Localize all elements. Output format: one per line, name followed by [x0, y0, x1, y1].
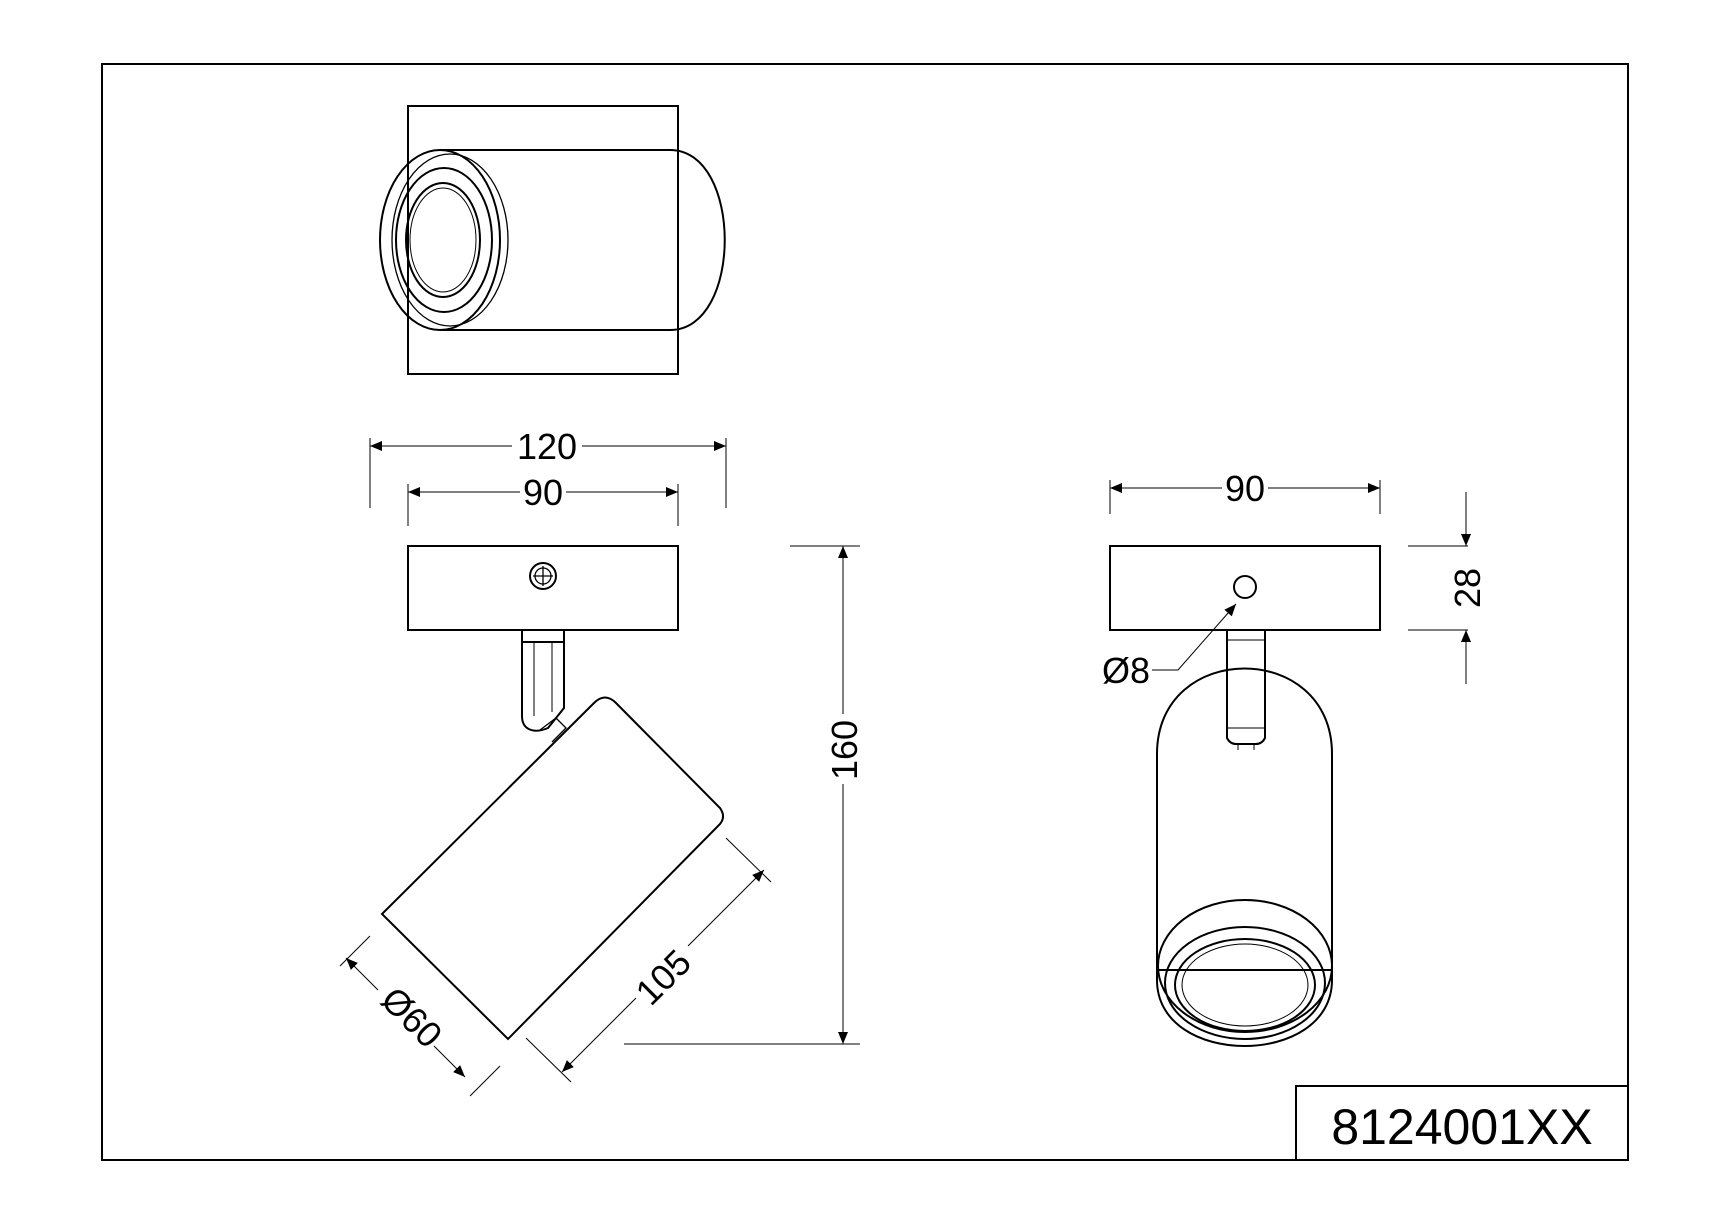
dim-head-diameter: Ø60 — [339, 935, 501, 1097]
front-view-stem — [1226, 630, 1266, 750]
dim-label-90-front: 90 — [1225, 468, 1265, 509]
dim-total-height: 160 — [624, 545, 865, 1045]
drawing-frame — [101, 63, 1629, 1161]
dim-label-90-side: 90 — [523, 472, 563, 513]
dim-label-105: 105 — [627, 941, 698, 1012]
dim-label-o60: Ø60 — [373, 979, 450, 1056]
top-view-lens — [405, 182, 481, 298]
top-view-cylinder-body — [440, 149, 726, 331]
cable-hole — [1233, 575, 1257, 599]
dim-label-o8: Ø8 — [1102, 650, 1150, 691]
dim-head-length: 105 — [525, 837, 772, 1083]
front-view: 90 28 Ø8 — [1102, 468, 1488, 1047]
dim-base-height: 28 — [1408, 492, 1488, 684]
dim-base-width-front: 90 — [1109, 468, 1381, 514]
title-block: 8124001XX — [1295, 1085, 1629, 1161]
dim-label-120: 120 — [517, 426, 577, 467]
dim-total-width: 120 — [369, 426, 727, 508]
top-view — [379, 105, 726, 375]
side-view-stem — [521, 629, 567, 743]
front-view-lens — [1174, 938, 1316, 1032]
dim-base-width-side: 90 — [407, 472, 679, 526]
dim-label-28: 28 — [1447, 568, 1488, 608]
side-view: 120 90 160 105 — [339, 426, 865, 1097]
side-view-head — [380, 696, 724, 1041]
top-view-outer-ring — [379, 149, 501, 331]
dim-cable-hole: Ø8 — [1102, 603, 1237, 691]
front-view-outer-ring — [1157, 899, 1333, 1033]
front-view-base — [1109, 545, 1381, 631]
dim-label-160: 160 — [824, 720, 865, 780]
part-number-label: 8124001XX — [1331, 1099, 1592, 1155]
screw-icon — [529, 562, 557, 590]
top-view-base-plate — [407, 105, 679, 375]
front-view-head — [1156, 667, 1333, 971]
